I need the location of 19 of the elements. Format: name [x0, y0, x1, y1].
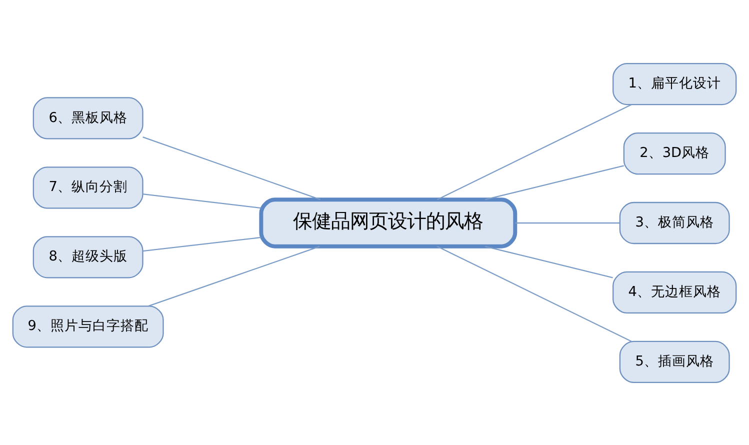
connector — [142, 236, 261, 252]
node-box: 4、无边框风格 — [612, 270, 737, 314]
connector — [484, 164, 624, 200]
node-box: 2、3D风格 — [623, 132, 726, 174]
node-box: 6、黑板风格 — [32, 96, 144, 139]
node-box: 8、超级头版 — [32, 236, 144, 278]
connector — [142, 192, 261, 208]
connector — [436, 104, 632, 200]
node-box: 保健品网页设计的风格 — [259, 197, 518, 248]
node-box: 5、插画风格 — [619, 340, 730, 383]
node-box: 1、扁平化设计 — [612, 62, 737, 105]
connector — [148, 245, 320, 306]
node-box: 3、极简风格 — [619, 201, 730, 244]
connector — [142, 136, 320, 200]
connector — [436, 245, 632, 342]
node-box: 9、照片与白字搭配 — [12, 305, 164, 348]
connector — [484, 245, 613, 278]
connector — [515, 222, 620, 224]
node-box: 7、纵向分割 — [32, 166, 144, 208]
